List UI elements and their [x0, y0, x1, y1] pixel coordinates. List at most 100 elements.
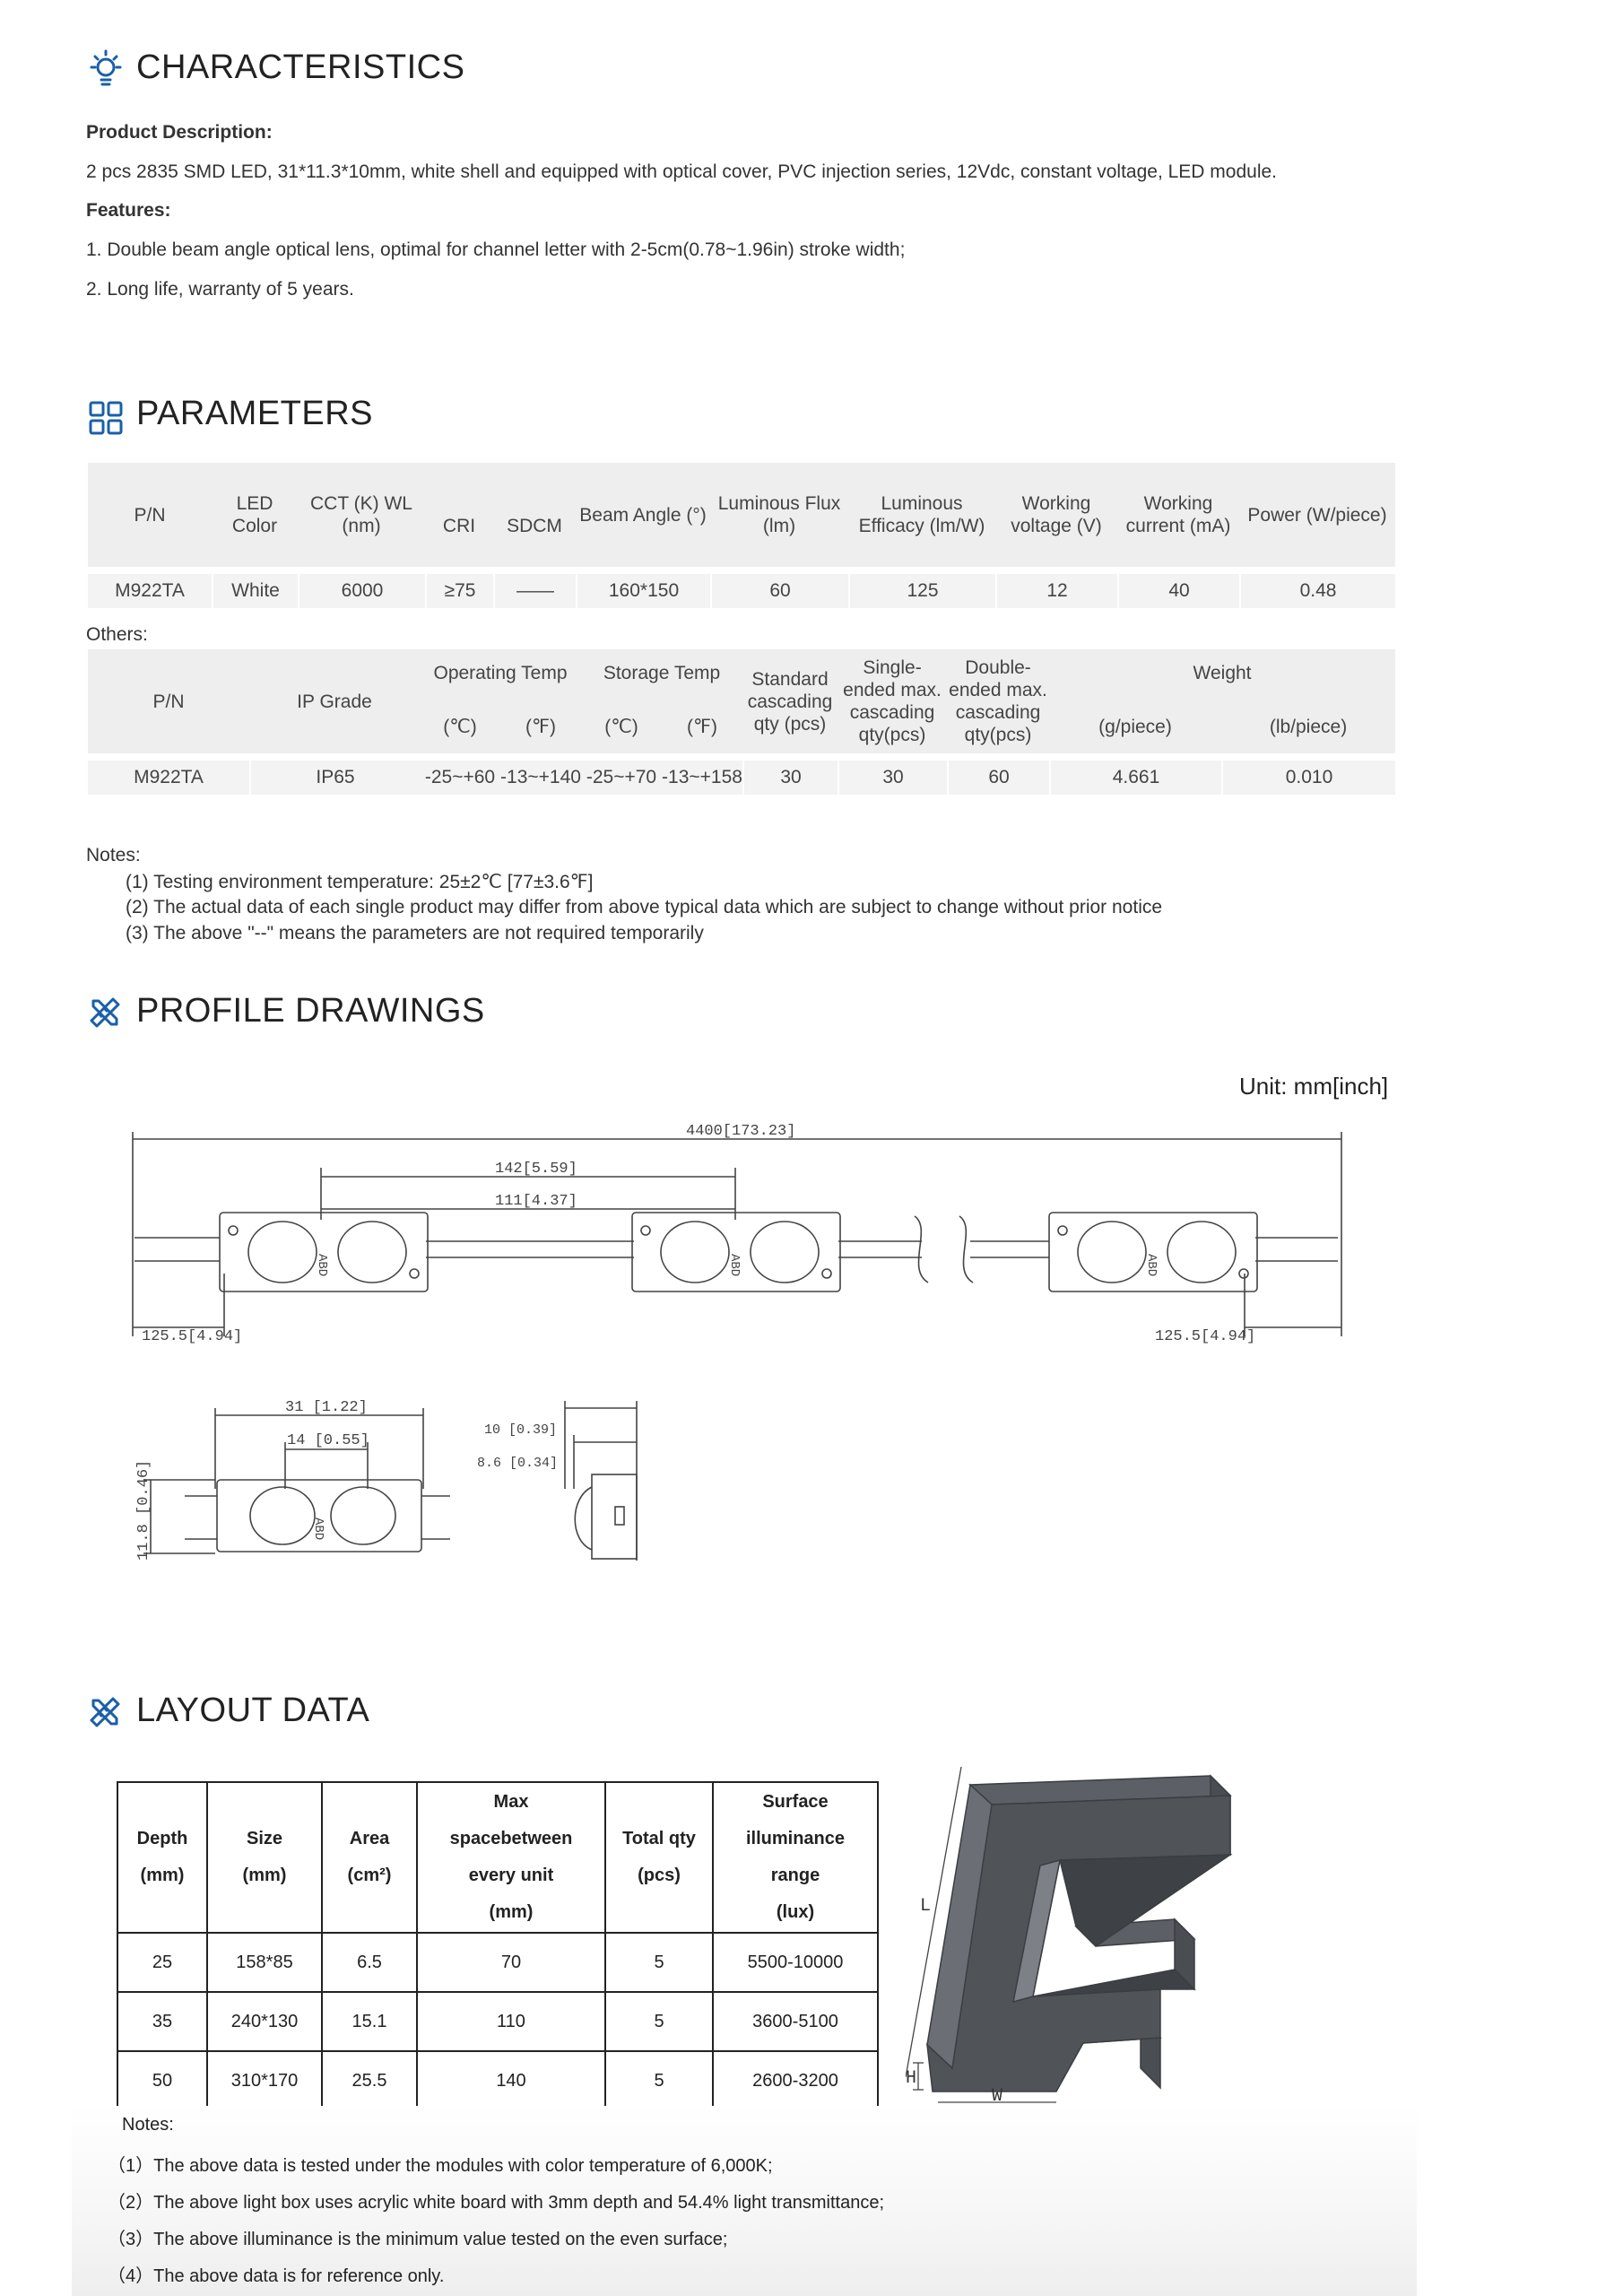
table-cell: 140 — [416, 2050, 606, 2111]
col-header: Size(mm) — [206, 1781, 323, 1934]
dim-label-h: H — [906, 2068, 916, 2089]
dim-pitch-2: 111[4.37] — [495, 1193, 577, 1210]
module-mark: ABD — [727, 1254, 742, 1276]
table-cell: 160*150 — [576, 574, 710, 608]
col-header: (℉) — [500, 700, 581, 753]
unit-label: Unit: mm[inch] — [1239, 1073, 1389, 1100]
table-cell: 310*170 — [206, 2050, 323, 2111]
col-header: Depth(mm) — [117, 1781, 208, 1934]
col-header: Double-ended max. cascading qty(pcs) — [947, 649, 1050, 753]
feature-item: 1. Double beam angle optical lens, optim… — [86, 239, 906, 260]
col-header: (℃) — [420, 700, 500, 753]
dim-label-l: L — [920, 1896, 931, 1917]
note-item: (2) The actual data of each single produ… — [126, 897, 1163, 918]
dim-height: 11.8 [0.46] — [135, 1460, 152, 1561]
col-header: CCT (K) WL (nm) — [298, 463, 425, 567]
table-cell: 25.5 — [321, 2050, 418, 2111]
table-cell: M922TA — [88, 574, 212, 608]
dim-module-length: 31 [1.22] — [285, 1399, 368, 1416]
table-cell: 6.5 — [321, 1932, 418, 1993]
module-mark: ABD — [311, 1518, 325, 1540]
table-row: 50 310*170 25.5 140 5 2600-3200 — [117, 2050, 879, 2111]
table-cell: —— — [493, 574, 576, 608]
col-header: SDCM — [493, 463, 576, 567]
table-cell: 12 — [995, 574, 1117, 608]
ruler-pencil-icon — [90, 1697, 120, 1727]
col-header: Storage Temp — [581, 649, 743, 700]
col-header: (lb/piece) — [1221, 700, 1396, 753]
col-header: Operating Temp — [420, 649, 581, 700]
table-cell: White — [212, 574, 298, 608]
notes-background — [72, 2106, 1417, 2296]
col-header: Standard cascading qty (pcs) — [742, 649, 838, 753]
col-header: Single-ended max. cascading qty(pcs) — [838, 649, 948, 753]
table-row: 25 158*85 6.5 70 5 5500-10000 — [117, 1932, 879, 1993]
features-label: Features: — [86, 200, 171, 221]
dim-end-left: 125.5[4.94] — [142, 1328, 242, 1345]
col-header: CRI — [425, 463, 493, 567]
grid-icon — [89, 401, 123, 435]
table-row: M922TA White 6000 ≥75 —— 160*150 60 125 … — [88, 574, 1395, 608]
col-header: Total qty(pcs) — [604, 1781, 714, 1934]
layout-note-item: （2）The above light box uses acrylic whit… — [108, 2193, 884, 2213]
col-header: (℉) — [662, 700, 743, 753]
table-cell: 60 — [947, 761, 1050, 795]
table-cell: 15.1 — [321, 1991, 418, 2052]
letter-e-illustration: L H W — [906, 1766, 1233, 2107]
layout-notes-label: Notes: — [122, 2115, 174, 2135]
table-cell: -13~+158 — [662, 761, 743, 795]
col-header: P/N — [88, 649, 249, 753]
col-header: Luminous Flux (lm) — [710, 463, 848, 567]
table-cell: 5500-10000 — [712, 1932, 879, 1993]
dim-end-right: 125.5[4.94] — [1155, 1328, 1255, 1345]
notes-label: Notes: — [86, 845, 141, 865]
parameters-table: P/N LED Color CCT (K) WL (nm) CRI SDCM B… — [88, 463, 1395, 608]
table-cell: 60 — [710, 574, 848, 608]
table-cell: 3600-5100 — [712, 1991, 879, 2052]
table-cell: 110 — [416, 1991, 606, 2052]
col-header: (℃) — [581, 700, 662, 753]
dim-pitch-1: 142[5.59] — [495, 1161, 577, 1178]
table-cell: ≥75 — [425, 574, 493, 608]
product-description-label: Product Description: — [86, 122, 273, 143]
col-header: Beam Angle (°) — [576, 463, 710, 567]
table-cell: IP65 — [249, 761, 420, 795]
table-cell: 5 — [604, 1991, 714, 2052]
table-cell: 4.661 — [1049, 761, 1222, 795]
table-cell: 30 — [742, 761, 838, 795]
table-cell: M922TA — [88, 761, 249, 795]
col-header: Weight — [1049, 649, 1396, 700]
section-title-characteristics: CHARACTERISTICS — [136, 48, 465, 86]
dim-total: 4400[173.23] — [686, 1123, 795, 1140]
product-description-text: 2 pcs 2835 SMD LED, 31*11.3*10mm, white … — [86, 161, 1278, 182]
others-table: P/N IP Grade Operating Temp Storage Temp… — [88, 649, 1396, 795]
table-cell: 0.48 — [1239, 574, 1395, 608]
table-row: 35 240*130 15.1 110 5 3600-5100 — [117, 1991, 879, 2052]
table-cell: -13~+140 — [500, 761, 581, 795]
table-cell: 35 — [117, 1991, 208, 2052]
table-row: M922TA IP65 -25~+60 -13~+140 -25~+70 -13… — [88, 761, 1396, 795]
feature-item: 2. Long life, warranty of 5 years. — [86, 279, 354, 300]
col-header: Power (W/piece) — [1239, 463, 1395, 567]
dim-depth-2: 8.6 [0.34] — [477, 1456, 558, 1471]
table-cell: 158*85 — [206, 1932, 323, 1993]
col-header: Working voltage (V) — [995, 463, 1117, 567]
table-cell: 70 — [416, 1932, 606, 1993]
note-item: (3) The above "--" means the parameters … — [126, 923, 704, 944]
col-header: Area(cm²) — [321, 1781, 418, 1934]
dim-depth-1: 10 [0.39] — [484, 1422, 557, 1438]
col-header: Working current (mA) — [1117, 463, 1239, 567]
col-header: IP Grade — [249, 649, 420, 753]
section-title-layout-data: LAYOUT DATA — [136, 1692, 370, 1729]
table-cell: 0.010 — [1221, 761, 1396, 795]
module-mark: ABD — [315, 1254, 329, 1276]
section-title-parameters: PARAMETERS — [136, 395, 374, 432]
module-mark: ABD — [1144, 1254, 1159, 1276]
table-cell: 6000 — [298, 574, 425, 608]
layout-note-item: （1）The above data is tested under the mo… — [108, 2156, 773, 2176]
table-cell: 2600-3200 — [712, 2050, 879, 2111]
table-cell: 240*130 — [206, 1991, 323, 2052]
col-header: LED Color — [212, 463, 298, 567]
section-title-profile-drawings: PROFILE DRAWINGS — [136, 992, 485, 1030]
